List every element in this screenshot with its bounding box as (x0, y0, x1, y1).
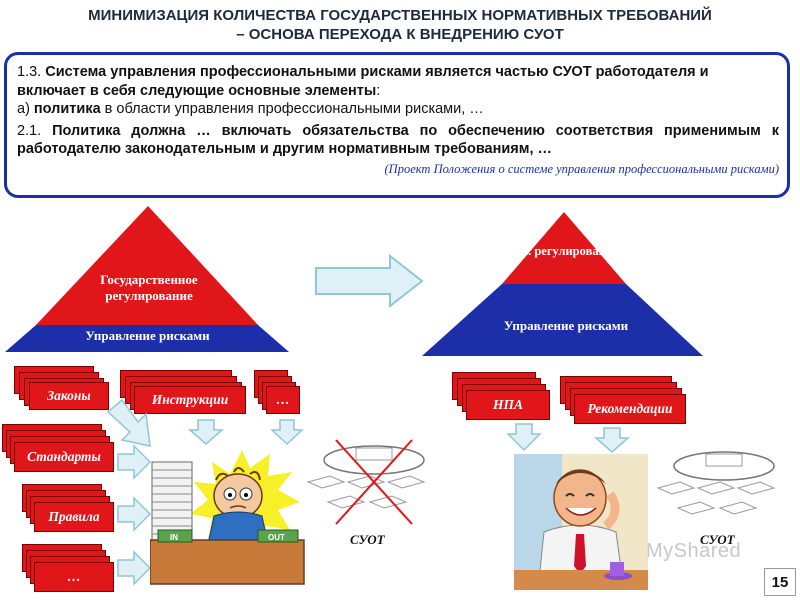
relaxed-worker-illustration (514, 454, 648, 590)
diagram-box (326, 495, 366, 509)
cup (610, 562, 624, 576)
diagram-box (355, 447, 393, 461)
diagram-box (696, 481, 736, 495)
right-pyramid-base (422, 284, 703, 356)
diagram-box (346, 475, 386, 489)
arrow-icon (188, 419, 224, 445)
suot-label-right: СУОТ (700, 532, 735, 547)
right-pyramid (422, 212, 703, 356)
quote-paragraph-2: а) политика в области управления професс… (17, 100, 779, 119)
cycle-ellipse (673, 451, 775, 481)
quote-box: 1.3. Система управления профессиональным… (4, 52, 790, 198)
card-stack-instructions: Инструкции (120, 370, 250, 420)
diagram-box (736, 481, 776, 495)
card-standards: Стандарты (14, 442, 114, 472)
card-more-bottom: … (34, 562, 114, 592)
page-number: 15 (764, 568, 796, 596)
arrow-icon (117, 496, 152, 532)
worker-tie (574, 534, 586, 574)
suot-diagram-right (656, 451, 776, 515)
p3-bold: Политика должна … включать обязательства… (17, 122, 779, 158)
arrow-icon (117, 444, 152, 480)
source-citation: (Проект Положения о системе управления п… (384, 161, 779, 176)
card-stack-npa: НПА (452, 372, 562, 424)
card-stack-more-top: … (254, 370, 304, 420)
card-stack-more-bottom: … (22, 544, 122, 596)
left-pyramid-top-label: Государственное регулирование (100, 272, 198, 303)
stressed-worker-illustration: IN OUT (150, 450, 305, 585)
arrow-icon (506, 423, 542, 452)
card-rules: Правила (34, 502, 114, 532)
card-stack-rules: Правила (22, 484, 122, 536)
diagram-box (386, 475, 426, 489)
diagram-box (676, 501, 716, 515)
card-instructions: Инструкции (134, 386, 246, 414)
left-pyramid-bottom-label: Управление рисками (85, 328, 210, 343)
left-pyramid (5, 206, 289, 352)
right-pyramid-bottom-label: Управление рисками (503, 318, 629, 333)
quote-paragraph-1: 1.3. Система управления профессиональным… (17, 63, 779, 100)
card-npa: НПА (466, 390, 550, 420)
card-laws: Законы (29, 382, 109, 410)
diagram-box (306, 475, 346, 489)
p2-bold: политика (33, 101, 101, 117)
right-pyramid-top-label: Гос. регулирование (509, 244, 619, 258)
diagram-box (718, 501, 758, 515)
desk (150, 539, 305, 585)
card-more-top: … (266, 386, 300, 414)
right-pyramid-top (502, 212, 626, 284)
left-pyramid-top (36, 206, 258, 325)
cycle-ellipse (323, 445, 425, 475)
arrow-icon (117, 550, 152, 586)
suot-diagram-left (306, 439, 426, 525)
watermark-text: MyShared (646, 540, 742, 562)
p2-prefix: а) (17, 101, 34, 117)
p1-suffix: : (376, 82, 381, 99)
arrow-icon (270, 419, 304, 446)
diagram-box (368, 495, 408, 509)
p2-suffix: в области управления профессиональными р… (100, 101, 484, 117)
big-right-arrow (315, 254, 424, 308)
quote-paragraph-3: 2.1. Политика должна … включать обязател… (17, 122, 779, 159)
slide-title: МИНИМИЗАЦИЯ КОЛИЧЕСТВА ГОСУДАРСТВЕННЫХ Н… (0, 6, 800, 44)
left-pyramid-base (5, 325, 289, 352)
in-tray-label: IN (170, 533, 178, 542)
watermark: MyShared (646, 540, 741, 563)
out-tray (257, 529, 299, 543)
cross-line (335, 439, 413, 525)
suot-label-left: СУОТ (350, 532, 385, 547)
title-line-2: – ОСНОВА ПЕРЕХОДА К ВНЕДРЕНИЮ СУОТ (236, 26, 564, 43)
card-stack-laws: Законы (14, 366, 114, 416)
p1-bold: Система управления профессиональными рис… (17, 64, 709, 99)
arrow-icon (594, 427, 630, 453)
card-recommendations: Рекомендации (574, 394, 686, 424)
desk (514, 570, 648, 590)
diagram-box (656, 481, 696, 495)
arrow-icon (106, 398, 151, 447)
diagram-box (705, 453, 743, 467)
card-stack-standards: Стандарты (2, 424, 142, 476)
p1-prefix: 1.3. (17, 64, 46, 80)
out-tray-label: OUT (268, 533, 285, 542)
card-stack-recommendations: Рекомендации (560, 376, 692, 428)
in-tray (157, 529, 193, 543)
p3-prefix: 2.1. (17, 122, 53, 139)
title-line-1: МИНИМИЗАЦИЯ КОЛИЧЕСТВА ГОСУДАРСТВЕННЫХ Н… (88, 7, 712, 24)
